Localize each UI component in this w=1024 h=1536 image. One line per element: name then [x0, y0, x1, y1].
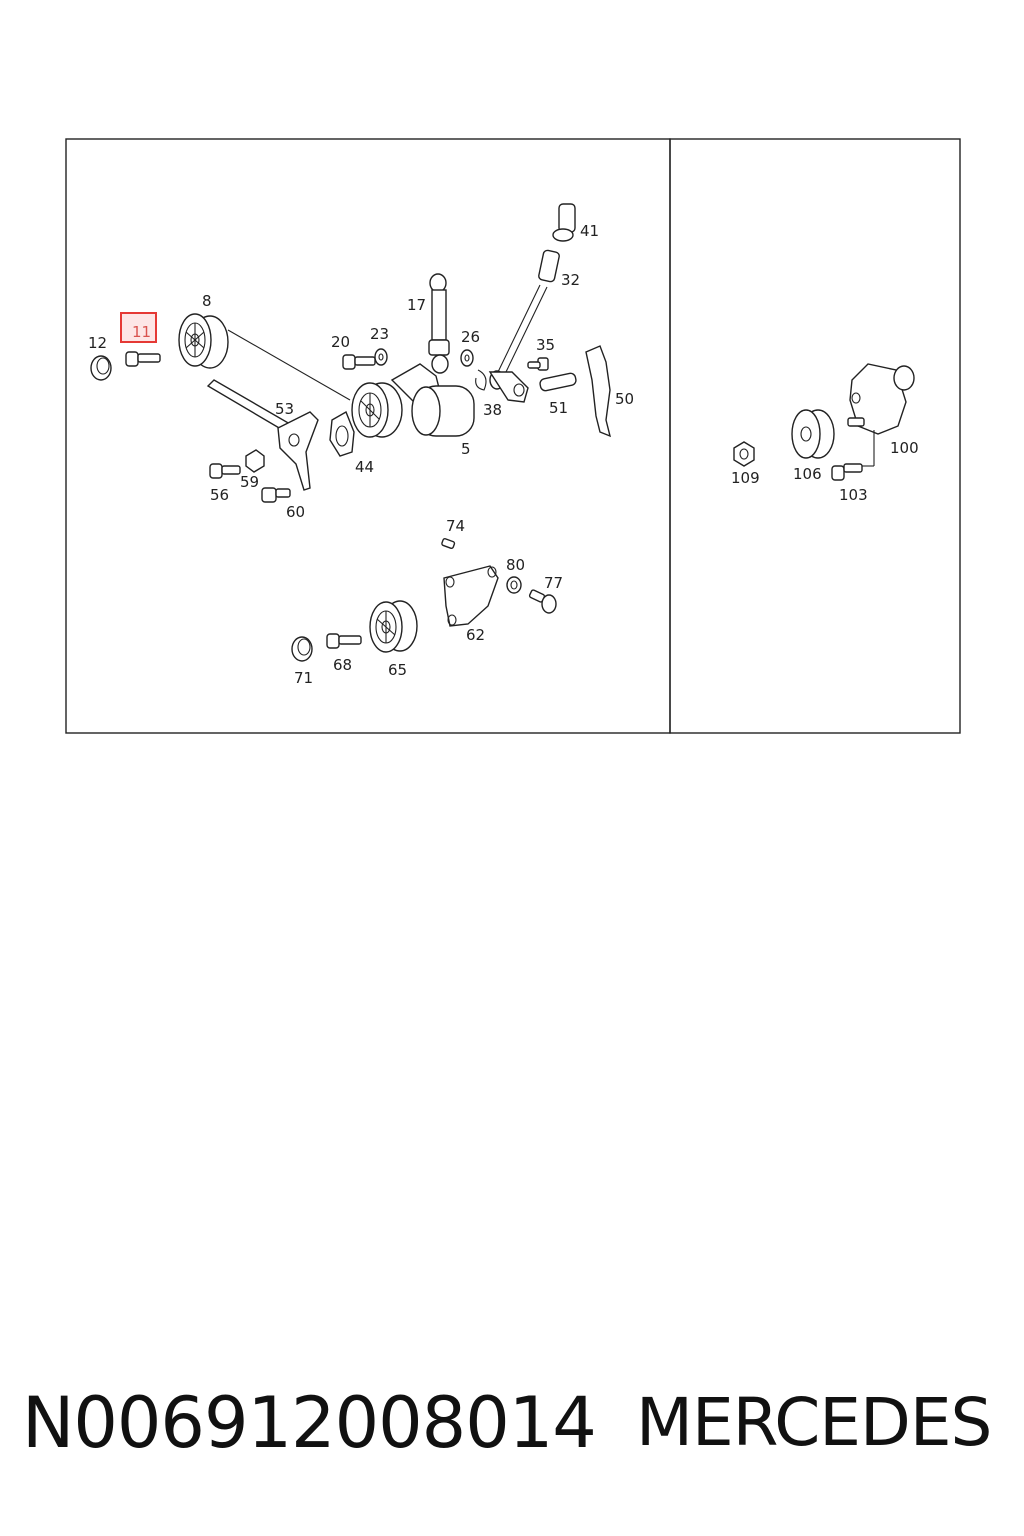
brand-name: MERCEDES [636, 1384, 992, 1461]
part-56-bolt [209, 463, 241, 479]
callout-8: 8 [202, 292, 212, 310]
part-80-washer [506, 576, 522, 594]
part-number: N006912008014 [22, 1382, 597, 1464]
callout-109: 109 [731, 469, 760, 487]
callout-59: 59 [240, 473, 259, 491]
part-41-end-cap [552, 203, 576, 242]
callout-23: 23 [370, 325, 389, 343]
part-65-pulley [369, 600, 418, 653]
callout-74: 74 [446, 517, 465, 535]
part-51-sleeve [539, 372, 577, 392]
part-32-rod [489, 249, 560, 390]
part-60-bolt [261, 487, 291, 503]
callout-77: 77 [544, 574, 563, 592]
callout-5: 5 [461, 440, 471, 458]
part-20-bolt [342, 354, 376, 370]
callout-62: 62 [466, 626, 485, 644]
callout-17: 17 [407, 296, 426, 314]
leader-8 [227, 329, 351, 401]
callout-56: 56 [210, 486, 229, 504]
part-12-cap [90, 355, 112, 381]
footer: N006912008014 MERCEDES [0, 1378, 1024, 1468]
highlight-box[interactable] [120, 312, 157, 343]
parts-diagram: 11 [65, 138, 961, 734]
part-68-bolt [326, 633, 362, 649]
callout-51: 51 [549, 399, 568, 417]
part-77-bolt [528, 589, 557, 614]
callout-41: 41 [580, 222, 599, 240]
callout-103: 103 [839, 486, 868, 504]
part-103-bolt [831, 463, 863, 481]
part-106-spacer [791, 409, 835, 459]
callout-71: 71 [294, 669, 313, 687]
callout-35: 35 [536, 336, 555, 354]
callout-100: 100 [890, 439, 919, 457]
callout-65: 65 [388, 661, 407, 679]
part-62-bracket [443, 565, 499, 627]
part-44-gasket [329, 410, 355, 457]
right-panel-frame [669, 138, 961, 734]
part-53-arm [206, 379, 319, 491]
callout-32: 32 [561, 271, 580, 289]
part-50-bracket [585, 345, 612, 438]
callout-80: 80 [506, 556, 525, 574]
part-74-pin [441, 538, 456, 550]
callout-11-highlighted: 11 [132, 323, 151, 341]
callout-12: 12 [88, 334, 107, 352]
callout-106: 106 [793, 465, 822, 483]
callout-68: 68 [333, 656, 352, 674]
callout-38: 38 [483, 401, 502, 419]
part-38-clip [475, 369, 487, 391]
callout-44: 44 [355, 458, 374, 476]
part-26-washer [460, 349, 474, 367]
part-100-housing [847, 363, 915, 467]
callout-53: 53 [275, 400, 294, 418]
part-5-tensioner [351, 363, 475, 438]
part-11-bolt [125, 351, 161, 367]
callout-60: 60 [286, 503, 305, 521]
part-59-nut [245, 449, 265, 473]
part-8-pulley [178, 313, 229, 369]
part-109-nut [733, 441, 755, 467]
part-35-bolt [527, 357, 549, 371]
part-23-washer [374, 348, 388, 366]
part-71-cap [291, 636, 313, 662]
callout-20: 20 [331, 333, 350, 351]
callout-26: 26 [461, 328, 480, 346]
tensioner-arm [488, 371, 529, 403]
part-17-damper [428, 273, 450, 374]
callout-50: 50 [615, 390, 634, 408]
